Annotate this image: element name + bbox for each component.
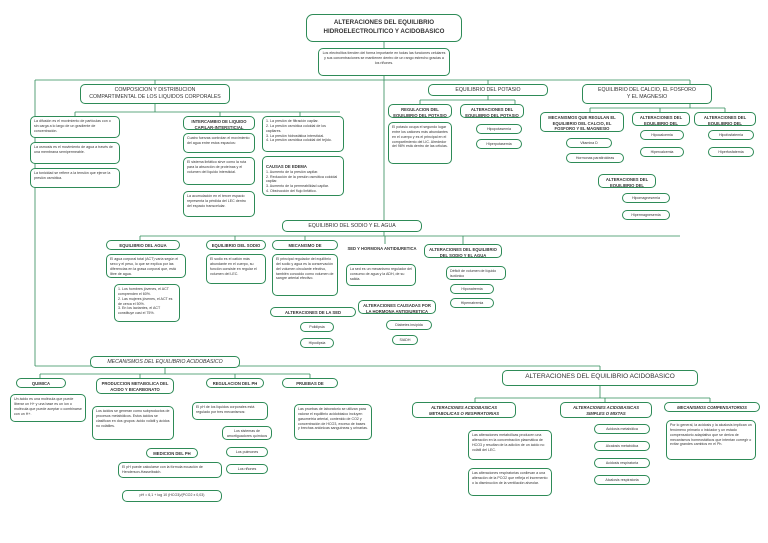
hipofosfatemia-node: Hipofosfatemia [708,130,754,140]
agua-title-node: EQUILIBRIO DEL AGUA CORPORAL [106,240,180,250]
hipodipsia-node: Hipodipsia [300,338,334,348]
hipercalcemia-node: Hipercalcemia [640,147,684,157]
adh-text-node: La sed es un mecanismo regulador del con… [346,264,416,286]
adh-title-node: SED Y HORMONA ANTIDIURETICA [347,246,417,251]
intercambio-text-node: Cuatro fuerzas controlan el movimiento d… [183,133,255,153]
alcalosis-respiratoria-node: Alcalosis respiratoria [594,475,650,485]
siadh-node: SIADH [392,335,418,345]
potasio-regulacion-node: El potasio ocupa el segundo lugar entre … [388,122,452,164]
hipermagnesemia-node: Hipermagnesemia [622,210,670,220]
intercambio-title-node: INTERCAMBIO DE LIQUIDO CAPILAR-INTERSTIC… [183,116,255,130]
calcio-node: EQUILIBRIO DEL CALCIO, EL FOSFORO Y EL M… [582,84,712,104]
deficit-node: Déficit de volumen de líquido isotónico [446,266,506,280]
potasio-node: EQUILIBRIO DEL POTASIO [428,84,548,96]
agua-text-node: El agua corporal total (ACT) varía según… [106,254,186,278]
potasio-regulacion-title-node: REGULACION DEL EQUILIBRIO DEL POTASIO [388,104,452,118]
fuerzas-node: 1. La presión de filtración capilar. 2. … [262,116,344,152]
formula-node: pH = 6,1 + log 10 (HCO3)/(PCO2 x 0,03) [122,490,222,502]
hipopotasemia-node: Hipopotasemia [476,124,522,134]
mecanismo-title-node: MECANISMO DE REGULACION [272,240,338,250]
medicion-text-node: El pH puede calcularse con la fórmula ec… [118,462,222,478]
compensatorios-title-node: MECANISMOS COMPENSATORIOS [664,402,760,412]
medicion-title-node: MEDICION DEL PH [146,448,198,458]
sistemas-node: Los sistemas de amortiguadores químicos [222,426,272,440]
sodio-text-node: El sodio es el catión más abundante en e… [206,254,266,284]
respiratorias-text-node: Las alteraciones respiratorias conllevan… [468,468,552,496]
potasio-alteraciones-title-node: ALTERACIONES DEL EQUILIBRIO DEL POTASIO [460,104,524,118]
pulmones-node: Los pulmones [226,447,268,457]
rinones-node: Los riñones [226,464,268,474]
hiperpotasemia-node: Hiperpotasemia [476,139,522,149]
edema-node: CAUSAS DE EDEMA 1. Aumento de la presión… [262,156,344,196]
sistema-linfatico-node: El sistema linfático sirve como la ruta … [183,157,255,185]
regulacion-title-node: REGULACION DEL PH [206,378,264,388]
calcio-mecanismos-title-node: MECANISMOS QUE REGULAN EL EQUILIBRIO DEL… [540,112,624,132]
mecanismos-ab-node: MECANISMOS DEL EQUILIBRIO ACIDOBASICO [90,356,240,368]
compensatorios-text-node: Por lo general, la acidosis y la alcalos… [666,420,756,460]
sodio-node: EQUILIBRIO DEL SODIO Y EL AGUA [282,220,422,232]
diabetes-node: Diabetes insípida [386,320,432,330]
quimica-title-node: QUIMICA ACIDOBASICA [16,378,66,388]
edema-title: CAUSAS DE EDEMA [266,163,307,169]
sodio-title-node: EQUILIBRIO DEL SODIO [206,240,266,250]
calcio-alteraciones-title-node: ALTERACIONES DEL EQUILIBRIO DEL CALCIO [632,112,690,126]
acidosis-metabolica-node: Acidosis metabólica [594,424,650,434]
acumulacion-node: La acumulación en el tercer espacio repr… [183,191,255,217]
vitamina-d-node: Vitamina D [566,138,612,148]
difusion-node: La difusión es el movimiento de partícul… [30,116,120,138]
pruebas-title-node: PRUEBAS DE LABORATORIO [282,378,338,388]
produccion-text-node: Los ácidos se generan como subproductos … [92,406,174,440]
tonicidad-node: La tonicidad se refiere a la tensión que… [30,168,120,188]
polidipsia-node: Polidipsia [300,322,334,332]
regulacion-text-node: El pH de los líquidos corporales está re… [192,402,268,420]
edema-list: 1. Aumento de la presión capilar. 2. Red… [266,169,338,194]
paratiroideas-node: Hormonas paratiroideas [566,153,624,163]
act-list-node: 1. Los hombres jóvenes, el ACT comprende… [114,284,180,322]
alteraciones-ab-node: ALTERACIONES DEL EQUILIBRIO ACIDOBASICO [502,370,698,386]
magnesio-alteraciones-title-node: ALTERACIONES DEL EQUILIBRIO DEL MAGNESIO [598,174,656,188]
pruebas-text-node: Las pruebas de laboratorio se utilizan p… [294,404,372,440]
composicion-node: COMPOSICION Y DISTRIBUCION COMPARTIMENTA… [80,84,230,104]
metabolicas-title-node: ALTERACIONES ACIDOBASICAS METABOLICAS O … [412,402,516,418]
quimica-text-node: Un ácido es una molécula que puede liber… [10,394,86,422]
hipocalcemia-node: Hipocalcemia [640,130,684,140]
main-title-node: ALTERACIONES DEL EQUILIBRIO HIDROELECTRO… [306,14,462,42]
acidosis-respiratoria-node: Acidosis respiratoria [594,458,650,468]
hipomagnesemia-node: Hipomagnesemia [622,193,670,203]
hipernatremia-node: Hipernatremia [450,298,494,308]
metabolicas-text-node: Las alteraciones metabólicas producen un… [468,430,552,460]
fosforo-alteraciones-title-node: ALTERACIONES DEL EQUILIBRIO DEL FOSFORO [694,112,756,126]
hiperfosfatemia-node: Hiperfosfatemia [708,147,754,157]
produccion-title-node: PRODUCCION METABOLICA DEL ACIDO Y BICARB… [96,378,174,394]
hiponatremia-node: Hiponatremia [450,284,494,294]
mecanismo-text-node: El principal regulador del equilibrio de… [272,254,338,296]
simples-title-node: ALTERACIONES ACIDOBASICAS SIMPLES O MIXT… [560,402,652,418]
alcalosis-metabolica-node: Alcalosis metabólica [594,441,650,451]
osmosis-node: La osmosis es el movimiento de agua a tr… [30,142,120,164]
sodio-alteraciones-title-node: ALTERACIONES DEL EQUILIBRIO DEL SODIO Y … [424,244,502,258]
sed-alteraciones-title-node: ALTERACIONES DE LA SED [270,307,356,317]
adh-alteraciones-title-node: ALTERACIONES CAUSADAS POR LA HORMONA ANT… [358,300,436,314]
intro-node: Los electrolitos tienden del forma impor… [318,48,450,76]
